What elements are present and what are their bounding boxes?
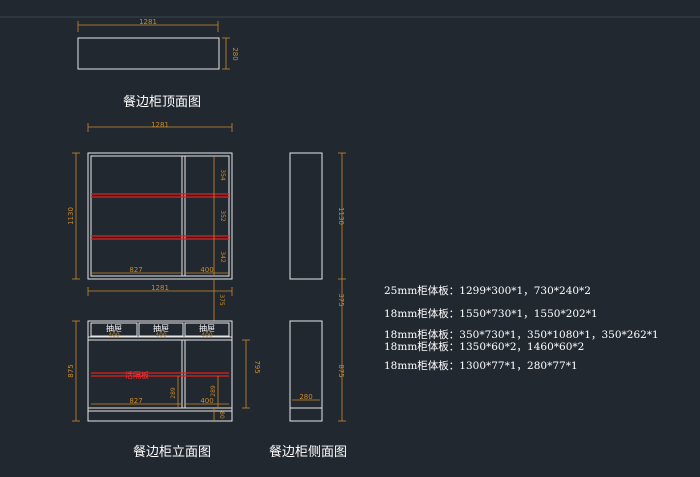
inner-height-label: 795 xyxy=(253,360,261,373)
lower-shelf-gap-left: 289 xyxy=(170,387,177,399)
lower-bottom-width-right: 400 xyxy=(200,397,213,405)
drawer-label-1: 抽屉 xyxy=(106,323,122,333)
lower-side-view: 280 875 餐边柜侧面图 xyxy=(269,320,347,460)
upper-height-label: 1130 xyxy=(67,207,75,225)
shelf-label: 活隔板 xyxy=(125,370,149,380)
drawer-label-2: 抽屉 xyxy=(153,323,169,333)
between-gap-label: 375 xyxy=(218,294,225,306)
upper-side-view: 1130 xyxy=(289,152,346,280)
lower-front-view: 875 抽屉 抽屉 抽屉 400 400 400 活隔板 289 289 827… xyxy=(67,320,261,460)
upper-bottom-width-right: 400 xyxy=(200,266,213,274)
drawer-label-3: 抽屉 xyxy=(199,323,215,333)
drawer-front-3 xyxy=(184,322,230,337)
top-depth-label: 280 xyxy=(231,47,239,60)
upper-side-outline xyxy=(289,152,323,280)
spec-line-4: 18mm柜体板：1350*60*2，1460*60*2 xyxy=(384,340,584,353)
upper-gap-label-3: 342 xyxy=(219,251,226,263)
spec-line-3: 18mm柜体板：350*730*1，350*1080*1，350*262*1 xyxy=(384,328,659,341)
top-view: 1281 280 餐边柜顶面图 xyxy=(77,18,239,110)
upper-width-label: 1281 xyxy=(151,121,169,129)
material-spec-list: 25mm柜体板：1299*300*1，730*240*2 18mm柜体板：155… xyxy=(384,284,659,372)
spec-line-2: 18mm柜体板：1550*730*1，1550*202*1 xyxy=(384,307,598,320)
between-dimensions: 1281 375 375 xyxy=(87,279,345,321)
lower-side-depth-label: 280 xyxy=(299,393,312,401)
lower-front-title: 餐边柜立面图 xyxy=(133,444,211,460)
spec-line-1: 25mm柜体板：1299*300*1，730*240*2 xyxy=(384,284,591,297)
lower-side-title: 餐边柜侧面图 xyxy=(269,444,347,460)
lower-side-outline xyxy=(289,320,323,422)
spec-line-5: 18mm柜体板：1300*77*1，280*77*1 xyxy=(384,359,578,372)
upper-cabinet-outline xyxy=(87,152,233,280)
lower-bottom-width-left: 827 xyxy=(129,397,142,405)
upper-front-view: 1281 1130 354 352 342 827 400 xyxy=(67,121,233,280)
upper-bottom-width-left: 827 xyxy=(129,266,142,274)
drawer-width-2: 400 xyxy=(155,332,167,339)
drawer-width-1: 400 xyxy=(108,332,120,339)
top-view-title: 餐边柜顶面图 xyxy=(123,94,201,110)
top-view-outline xyxy=(77,37,220,70)
upper-gap-label-2: 352 xyxy=(219,210,226,222)
upper-gap-label-1: 354 xyxy=(219,169,226,181)
side-gap-label: 375 xyxy=(337,293,345,306)
upper-cabinet-inner xyxy=(90,155,230,277)
upper-side-height-label: 1130 xyxy=(337,207,345,225)
drawer-front-2 xyxy=(138,322,184,337)
lower-shelf-gap-right: 289 xyxy=(210,385,217,397)
top-width-label: 1281 xyxy=(139,18,157,26)
lower-side-height-label: 875 xyxy=(337,364,345,377)
lower-height-label: 875 xyxy=(67,364,75,377)
drawer-width-3: 400 xyxy=(201,332,213,339)
plinth-height-label: 80 xyxy=(218,411,225,419)
lower-width-label: 1281 xyxy=(151,284,169,292)
drawer-front-1 xyxy=(90,322,138,337)
lower-cabinet-outline xyxy=(87,320,233,422)
